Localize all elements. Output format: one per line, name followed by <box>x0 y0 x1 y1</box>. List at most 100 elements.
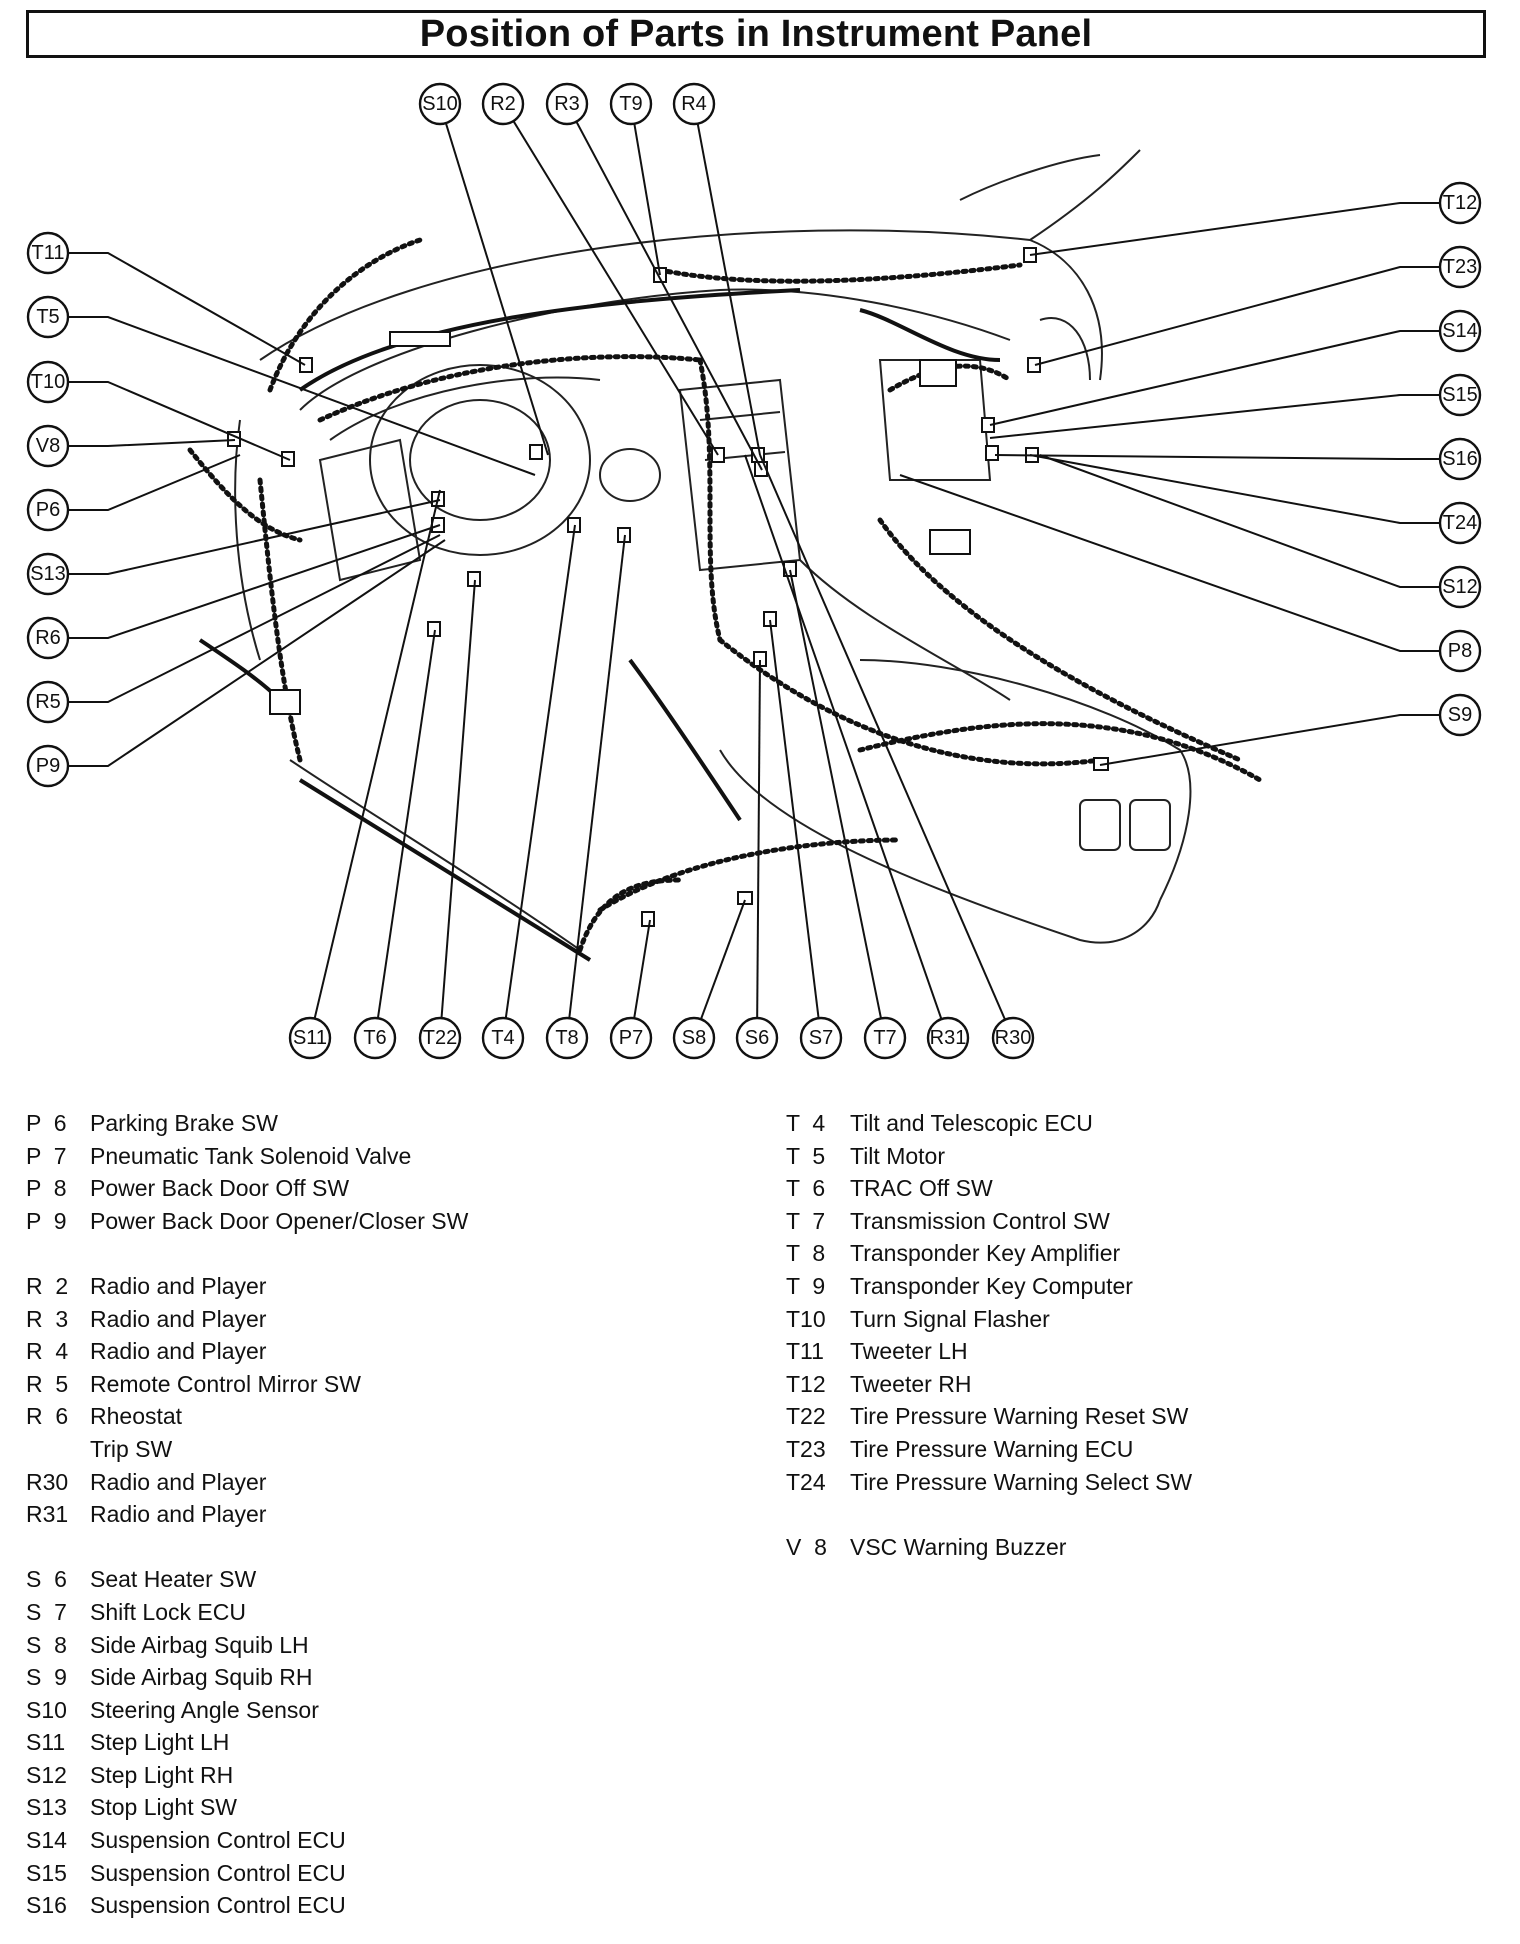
callout-circle <box>545 82 589 126</box>
leader-t12 <box>1029 202 1440 256</box>
leader-s16 <box>994 454 1440 460</box>
legend-code: R 3 <box>26 1305 69 1332</box>
legend-code: R 5 <box>26 1370 69 1397</box>
legend-part-name: Remote Control Mirror SW <box>90 1370 361 1397</box>
callout-circle <box>991 1016 1035 1060</box>
legend-code: S15 <box>26 1859 67 1886</box>
legend-spacer <box>786 1498 1192 1531</box>
callout-label: S16 <box>1442 448 1478 470</box>
callout-p7: P7 <box>609 1016 653 1060</box>
leader-s7 <box>769 619 820 1019</box>
legend-item: Trip SW <box>26 1433 468 1466</box>
callout-label: R31 <box>930 1027 967 1049</box>
leader-r5 <box>68 534 441 703</box>
callout-label: T4 <box>491 1027 514 1049</box>
legend-code: S13 <box>26 1794 67 1821</box>
leader-r6 <box>68 524 441 639</box>
legend-part-name: Transponder Key Computer <box>850 1272 1133 1299</box>
legend-part-name: Tweeter RH <box>850 1370 972 1397</box>
legend-part-name: Side Airbag Squib RH <box>90 1664 313 1691</box>
legend-item: S13 Stop Light SW <box>26 1791 468 1824</box>
callout-circle <box>1438 693 1482 737</box>
leader-r3 <box>575 121 763 471</box>
callout-t6: T6 <box>353 1016 397 1060</box>
legend-part-name: Tilt and Telescopic ECU <box>850 1110 1093 1136</box>
callout-label: S6 <box>745 1027 769 1049</box>
legend-part-name: Transmission Control SW <box>850 1207 1110 1234</box>
leader-t10 <box>68 381 291 461</box>
callout-p8: P8 <box>1438 629 1482 673</box>
legend-part-name: Stop Light SW <box>90 1794 238 1821</box>
legend-code: S11 <box>26 1729 66 1756</box>
legend-part-name: Radio and Player <box>90 1338 267 1365</box>
callout-label: R6 <box>35 627 61 649</box>
legend-code: R 2 <box>26 1272 69 1299</box>
callout-circle <box>672 1016 716 1060</box>
legend-code: T 5 <box>786 1142 826 1169</box>
callout-circle <box>353 1016 397 1060</box>
legend-part-name: Radio and Player <box>90 1305 267 1332</box>
callout-r6: R6 <box>26 616 70 660</box>
callout-label: R3 <box>554 93 580 115</box>
callout-t11: T11 <box>26 231 70 275</box>
callout-label: S12 <box>1442 576 1478 598</box>
legend-part-name: Rheostat <box>90 1403 183 1430</box>
legend-part-name: Pneumatic Tank Solenoid Valve <box>90 1142 412 1169</box>
title-box: Position of Parts in Instrument Panel <box>26 10 1486 58</box>
callout-label: T8 <box>555 1027 578 1049</box>
legend-spacer <box>26 1237 468 1270</box>
legend-code: P 8 <box>26 1175 67 1202</box>
legend-code: P 7 <box>26 1142 67 1169</box>
legend-part-name: Side Airbag Squib LH <box>90 1631 309 1658</box>
legend-part-name: Turn Signal Flasher <box>850 1305 1050 1332</box>
leader-p9 <box>68 539 446 767</box>
legend-part-name: Power Back Door Opener/Closer SW <box>90 1207 469 1234</box>
legend-part-name: Parking Brake SW <box>90 1110 278 1136</box>
legend-item: R 3 Radio and Player <box>26 1303 468 1336</box>
legend-code: T 6 <box>786 1175 826 1202</box>
callout-circle <box>26 360 70 404</box>
wiring-harness <box>187 237 1263 953</box>
callout-s13: S13 <box>26 552 70 596</box>
page-title: Position of Parts in Instrument Panel <box>419 12 1093 55</box>
callout-label: T6 <box>363 1027 386 1049</box>
callout-s8: S8 <box>672 1016 716 1060</box>
callout-circle <box>481 1016 525 1060</box>
callout-label: S13 <box>30 563 66 585</box>
callout-circle <box>418 1016 462 1060</box>
legend-code: S14 <box>26 1827 67 1854</box>
leader-t9 <box>633 123 661 276</box>
leader-t23 <box>1034 266 1440 366</box>
callout-circle <box>26 680 70 724</box>
callout-s11: S11 <box>288 1016 332 1060</box>
callout-t9: T9 <box>609 82 653 126</box>
legend-code: S10 <box>26 1696 67 1723</box>
callout-label: S11 <box>293 1027 327 1049</box>
callout-circle <box>26 744 70 788</box>
legend-part-name: Steering Angle Sensor <box>90 1696 319 1723</box>
legend-part-name: Step Light RH <box>90 1761 234 1788</box>
legend-part-name: Radio and Player <box>90 1272 267 1299</box>
callout-leader-lines <box>68 120 1440 1021</box>
legend-part-name: Trip SW <box>90 1435 173 1462</box>
callout-r30: R30 <box>991 1016 1035 1060</box>
callout-circle <box>545 1016 589 1060</box>
legend-item: T12 Tweeter RH <box>786 1368 1192 1401</box>
callout-circle <box>26 616 70 660</box>
legend-part-name: Tire Pressure Warning Reset SW <box>850 1403 1189 1430</box>
callout-circle <box>1438 629 1482 673</box>
legend-code: T12 <box>786 1370 826 1397</box>
callout-r2: R2 <box>481 82 525 126</box>
callout-circle <box>1438 373 1482 417</box>
legend-part-name: Transponder Key Amplifier <box>850 1240 1121 1267</box>
legend-code: S16 <box>26 1892 67 1919</box>
leader-r31 <box>744 454 943 1020</box>
legend-code <box>26 1433 90 1466</box>
